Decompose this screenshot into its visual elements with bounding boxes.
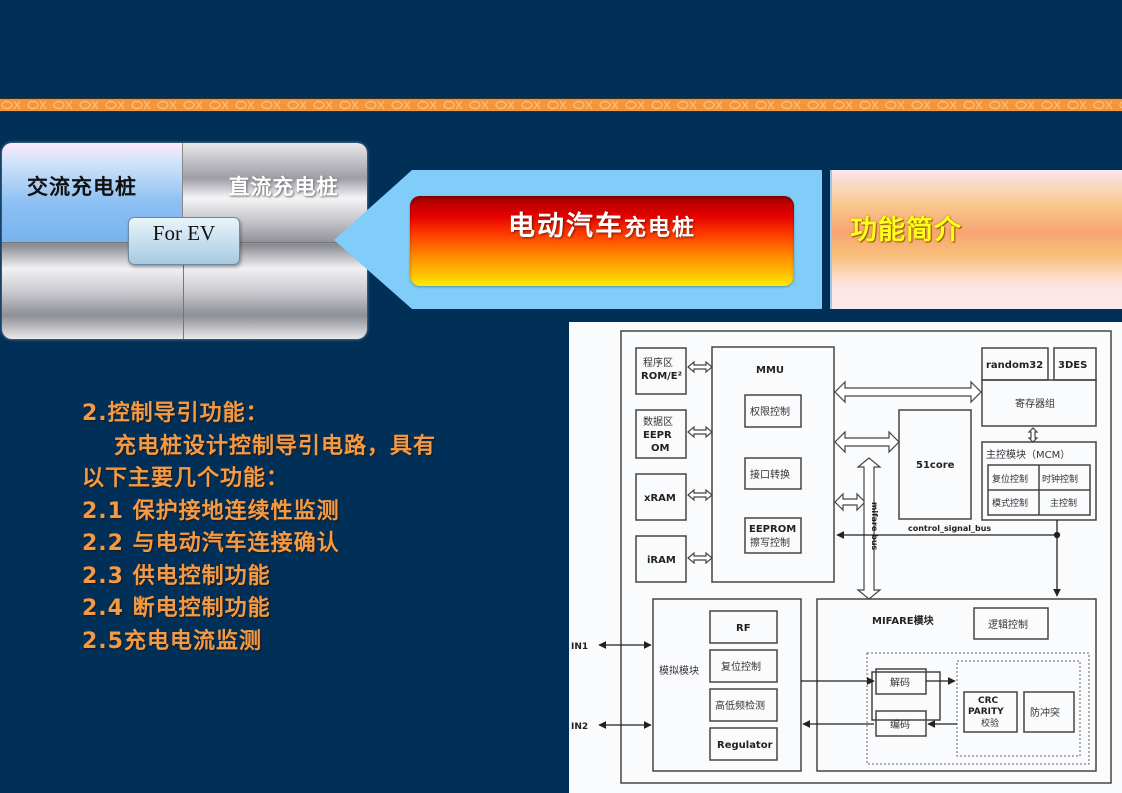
anticollision-label: 防冲突 — [1030, 706, 1060, 719]
list-item: 2.2 与电动汽车连接确认 — [82, 531, 340, 556]
content-intro-line2: 以下主要几个功能： — [82, 466, 290, 491]
block-diagram: 程序区 ROM/E² 数据区 EEPR OM xRAM iRAM MMU 权限控… — [569, 322, 1122, 793]
control-bus-label: control_signal_bus — [908, 524, 991, 533]
mmu-eeprom: EEPROM — [749, 524, 796, 535]
mmu-title: MMU — [756, 365, 784, 376]
analog-rf: RF — [736, 623, 751, 634]
tab-divider-vertical — [183, 242, 184, 339]
eeprom-label-cn: 数据区 — [643, 415, 673, 428]
mcm-title: 主控模块（MCM） — [986, 448, 1070, 461]
section-title-box: 功能简介 — [830, 170, 1122, 309]
rom-label-cn: 程序区 — [643, 356, 673, 369]
eeprom-label-2: OM — [651, 443, 670, 454]
mcm-mode: 模式控制 — [992, 497, 1028, 509]
mifare-decode: 解码 — [890, 676, 910, 689]
port-in1: IN1 — [571, 642, 588, 652]
mifare-bus-label: mifare bus — [870, 502, 879, 551]
main-title: 电动汽车充电桩 — [410, 204, 794, 243]
mmu-erase: 擦写控制 — [750, 536, 790, 549]
section-title: 功能简介 — [850, 215, 962, 246]
list-item: 2.3 供电控制功能 — [82, 563, 271, 589]
function-description: 2.控制导引功能： 充电桩设计控制导引电路，具有 以下主要几个功能： 2.1 保… — [82, 398, 512, 658]
content-heading: 2.控制导引功能： — [82, 401, 269, 426]
mmu-interface: 接口转换 — [750, 468, 790, 481]
rom-label: ROM/E² — [641, 371, 682, 382]
analog-freq: 高低频检测 — [715, 699, 765, 712]
check-label: 校验 — [981, 717, 999, 729]
list-item: 2.4 断电控制功能 — [82, 596, 271, 621]
mifare-logic: 逻辑控制 — [988, 618, 1028, 631]
registers-label: 寄存器组 — [1015, 397, 1055, 410]
list-item: 2.1 保护接地连续性监测 — [82, 498, 340, 524]
mifare-encode: 编码 — [890, 718, 910, 731]
xram-label: xRAM — [644, 493, 676, 504]
analog-title: 模拟模块 — [659, 664, 699, 677]
crc-label: CRC — [978, 696, 999, 706]
parity-label: PARITY — [968, 707, 1004, 717]
core-label: 51core — [916, 460, 955, 471]
content-intro-line1: 充电桩设计控制导引电路，具有 — [114, 433, 437, 459]
chain-pattern-icon — [0, 99, 1122, 111]
main-title-pill: 电动汽车充电桩 — [410, 196, 794, 286]
eeprom-label-1: EEPR — [643, 430, 672, 441]
iram-label: iRAM — [647, 555, 676, 566]
for-ev-badge: For EV — [128, 217, 240, 265]
mcm-clock: 时钟控制 — [1042, 473, 1078, 485]
analog-regulator: Regulator — [717, 740, 773, 751]
decorative-chain-band — [0, 98, 1122, 112]
tab-ac-label: 交流充电桩 — [27, 175, 137, 199]
analog-reset: 复位控制 — [721, 660, 761, 673]
tab-dc-charger[interactable]: 直流充电桩 — [184, 143, 367, 242]
mmu-permission: 权限控制 — [750, 405, 790, 418]
port-in2: IN2 — [571, 722, 588, 732]
mcm-reset: 复位控制 — [992, 473, 1028, 485]
list-item: 2.5充电电流监测 — [82, 628, 262, 654]
random-label: random32 — [986, 360, 1043, 371]
main-title-small: 充电桩 — [623, 216, 696, 241]
mcm-main: 主控制 — [1050, 497, 1077, 509]
tab-dc-label: 直流充电桩 — [228, 175, 339, 199]
mifare-title: MIFARE模块 — [872, 614, 935, 627]
main-title-large: 电动汽车 — [507, 211, 624, 242]
des-label: 3DES — [1058, 360, 1087, 371]
